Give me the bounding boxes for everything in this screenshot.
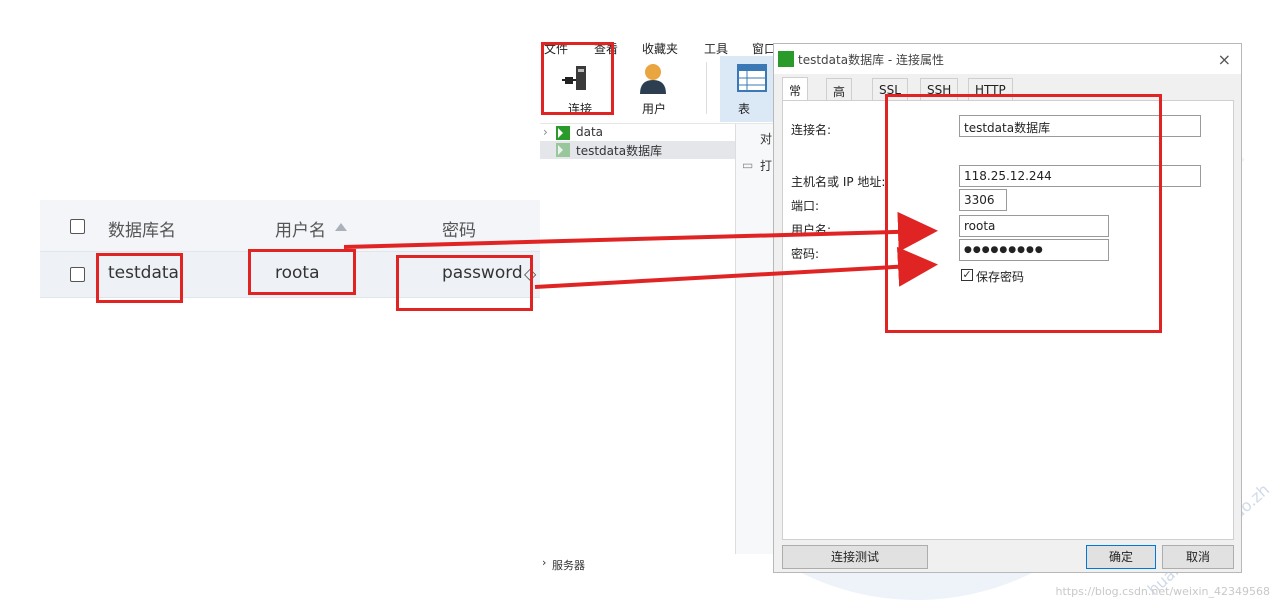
table-button-label: 表 xyxy=(738,102,751,116)
port-label: 端口: xyxy=(791,199,820,213)
status-bar: › 服务器 xyxy=(540,554,775,572)
connection-name-label: 连接名: xyxy=(791,123,832,137)
host-field[interactable]: 118.25.12.244 xyxy=(959,165,1201,187)
port-field[interactable]: 3306 xyxy=(959,189,1007,211)
sort-ascending-icon[interactable] xyxy=(335,223,347,231)
password-label: 密码: xyxy=(791,247,820,261)
connection-name-field[interactable]: testdata数据库 xyxy=(959,115,1201,137)
tree-item-testdata[interactable]: testdata数据库 xyxy=(540,141,735,159)
database-name-cell: testdata xyxy=(108,263,179,283)
tree-item-data[interactable]: › data xyxy=(540,124,735,142)
username-field[interactable]: roota xyxy=(959,215,1109,237)
object-tab[interactable]: 对 xyxy=(760,132,773,146)
select-all-checkbox[interactable] xyxy=(70,219,85,234)
column-header-database-name[interactable]: 数据库名 xyxy=(108,221,176,241)
table-row: testdata roota password ◇ xyxy=(40,252,580,298)
save-password-checkbox[interactable]: ✓ xyxy=(961,268,973,281)
open-icon[interactable]: ▭ xyxy=(742,158,754,172)
cancel-button[interactable]: 取消 xyxy=(1162,545,1234,569)
connect-icon[interactable] xyxy=(562,64,590,94)
expand-arrow-icon[interactable]: › xyxy=(543,125,548,139)
tree-item-label: data xyxy=(576,125,604,139)
toolbar-separator xyxy=(706,62,707,114)
navicat-logo-icon xyxy=(778,51,794,67)
tree-item-label: testdata数据库 xyxy=(576,144,663,158)
column-header-password: 密码 xyxy=(442,221,476,241)
ok-button[interactable]: 确定 xyxy=(1086,545,1156,569)
row-checkbox[interactable] xyxy=(70,267,85,282)
menu-tools[interactable]: 工具 xyxy=(704,42,729,56)
connection-properties-dialog: testdata数据库 - 连接属性 × 常规 高级 SSL SSH HTTP … xyxy=(773,43,1242,573)
menu-window[interactable]: 窗口 xyxy=(752,42,777,56)
host-label: 主机名或 IP 地址: xyxy=(791,175,886,189)
arrow-password xyxy=(534,246,938,289)
table-icon xyxy=(737,64,767,92)
arrow-username xyxy=(343,211,938,252)
source-credit: https://blog.csdn.net/weixin_42349568 xyxy=(1055,585,1270,598)
table-button[interactable]: 表 xyxy=(720,56,775,122)
object-pane: 对 ▭ 打 xyxy=(735,124,775,554)
username-cell: roota xyxy=(275,263,320,283)
test-connection-button[interactable]: 连接测试 xyxy=(782,545,928,569)
close-icon[interactable]: × xyxy=(1217,50,1231,69)
expand-arrow-icon: › xyxy=(542,556,547,569)
save-password-label[interactable]: 保存密码 xyxy=(976,270,1025,284)
status-servers: 服务器 xyxy=(552,559,585,572)
general-panel: 连接名: testdata数据库 主机名或 IP 地址: 118.25.12.2… xyxy=(782,100,1234,540)
password-field[interactable]: ●●●●●●●●● xyxy=(959,239,1109,261)
password-cell: password xyxy=(442,263,523,283)
user-icon[interactable] xyxy=(638,62,668,94)
mysql-connection-icon xyxy=(556,143,570,157)
dialog-title: testdata数据库 - 连接属性 xyxy=(798,53,945,67)
column-header-username[interactable]: 用户名 xyxy=(275,221,326,241)
menu-favorites[interactable]: 收藏夹 xyxy=(642,42,679,56)
menu-file[interactable]: 文件 xyxy=(544,42,569,56)
open-label[interactable]: 打 xyxy=(760,159,773,173)
mysql-connection-icon xyxy=(556,126,570,140)
user-button-label[interactable]: 用户 xyxy=(642,102,667,116)
connection-tree: › data testdata数据库 xyxy=(540,124,735,554)
dialog-title-bar: testdata数据库 - 连接属性 × xyxy=(774,44,1241,74)
